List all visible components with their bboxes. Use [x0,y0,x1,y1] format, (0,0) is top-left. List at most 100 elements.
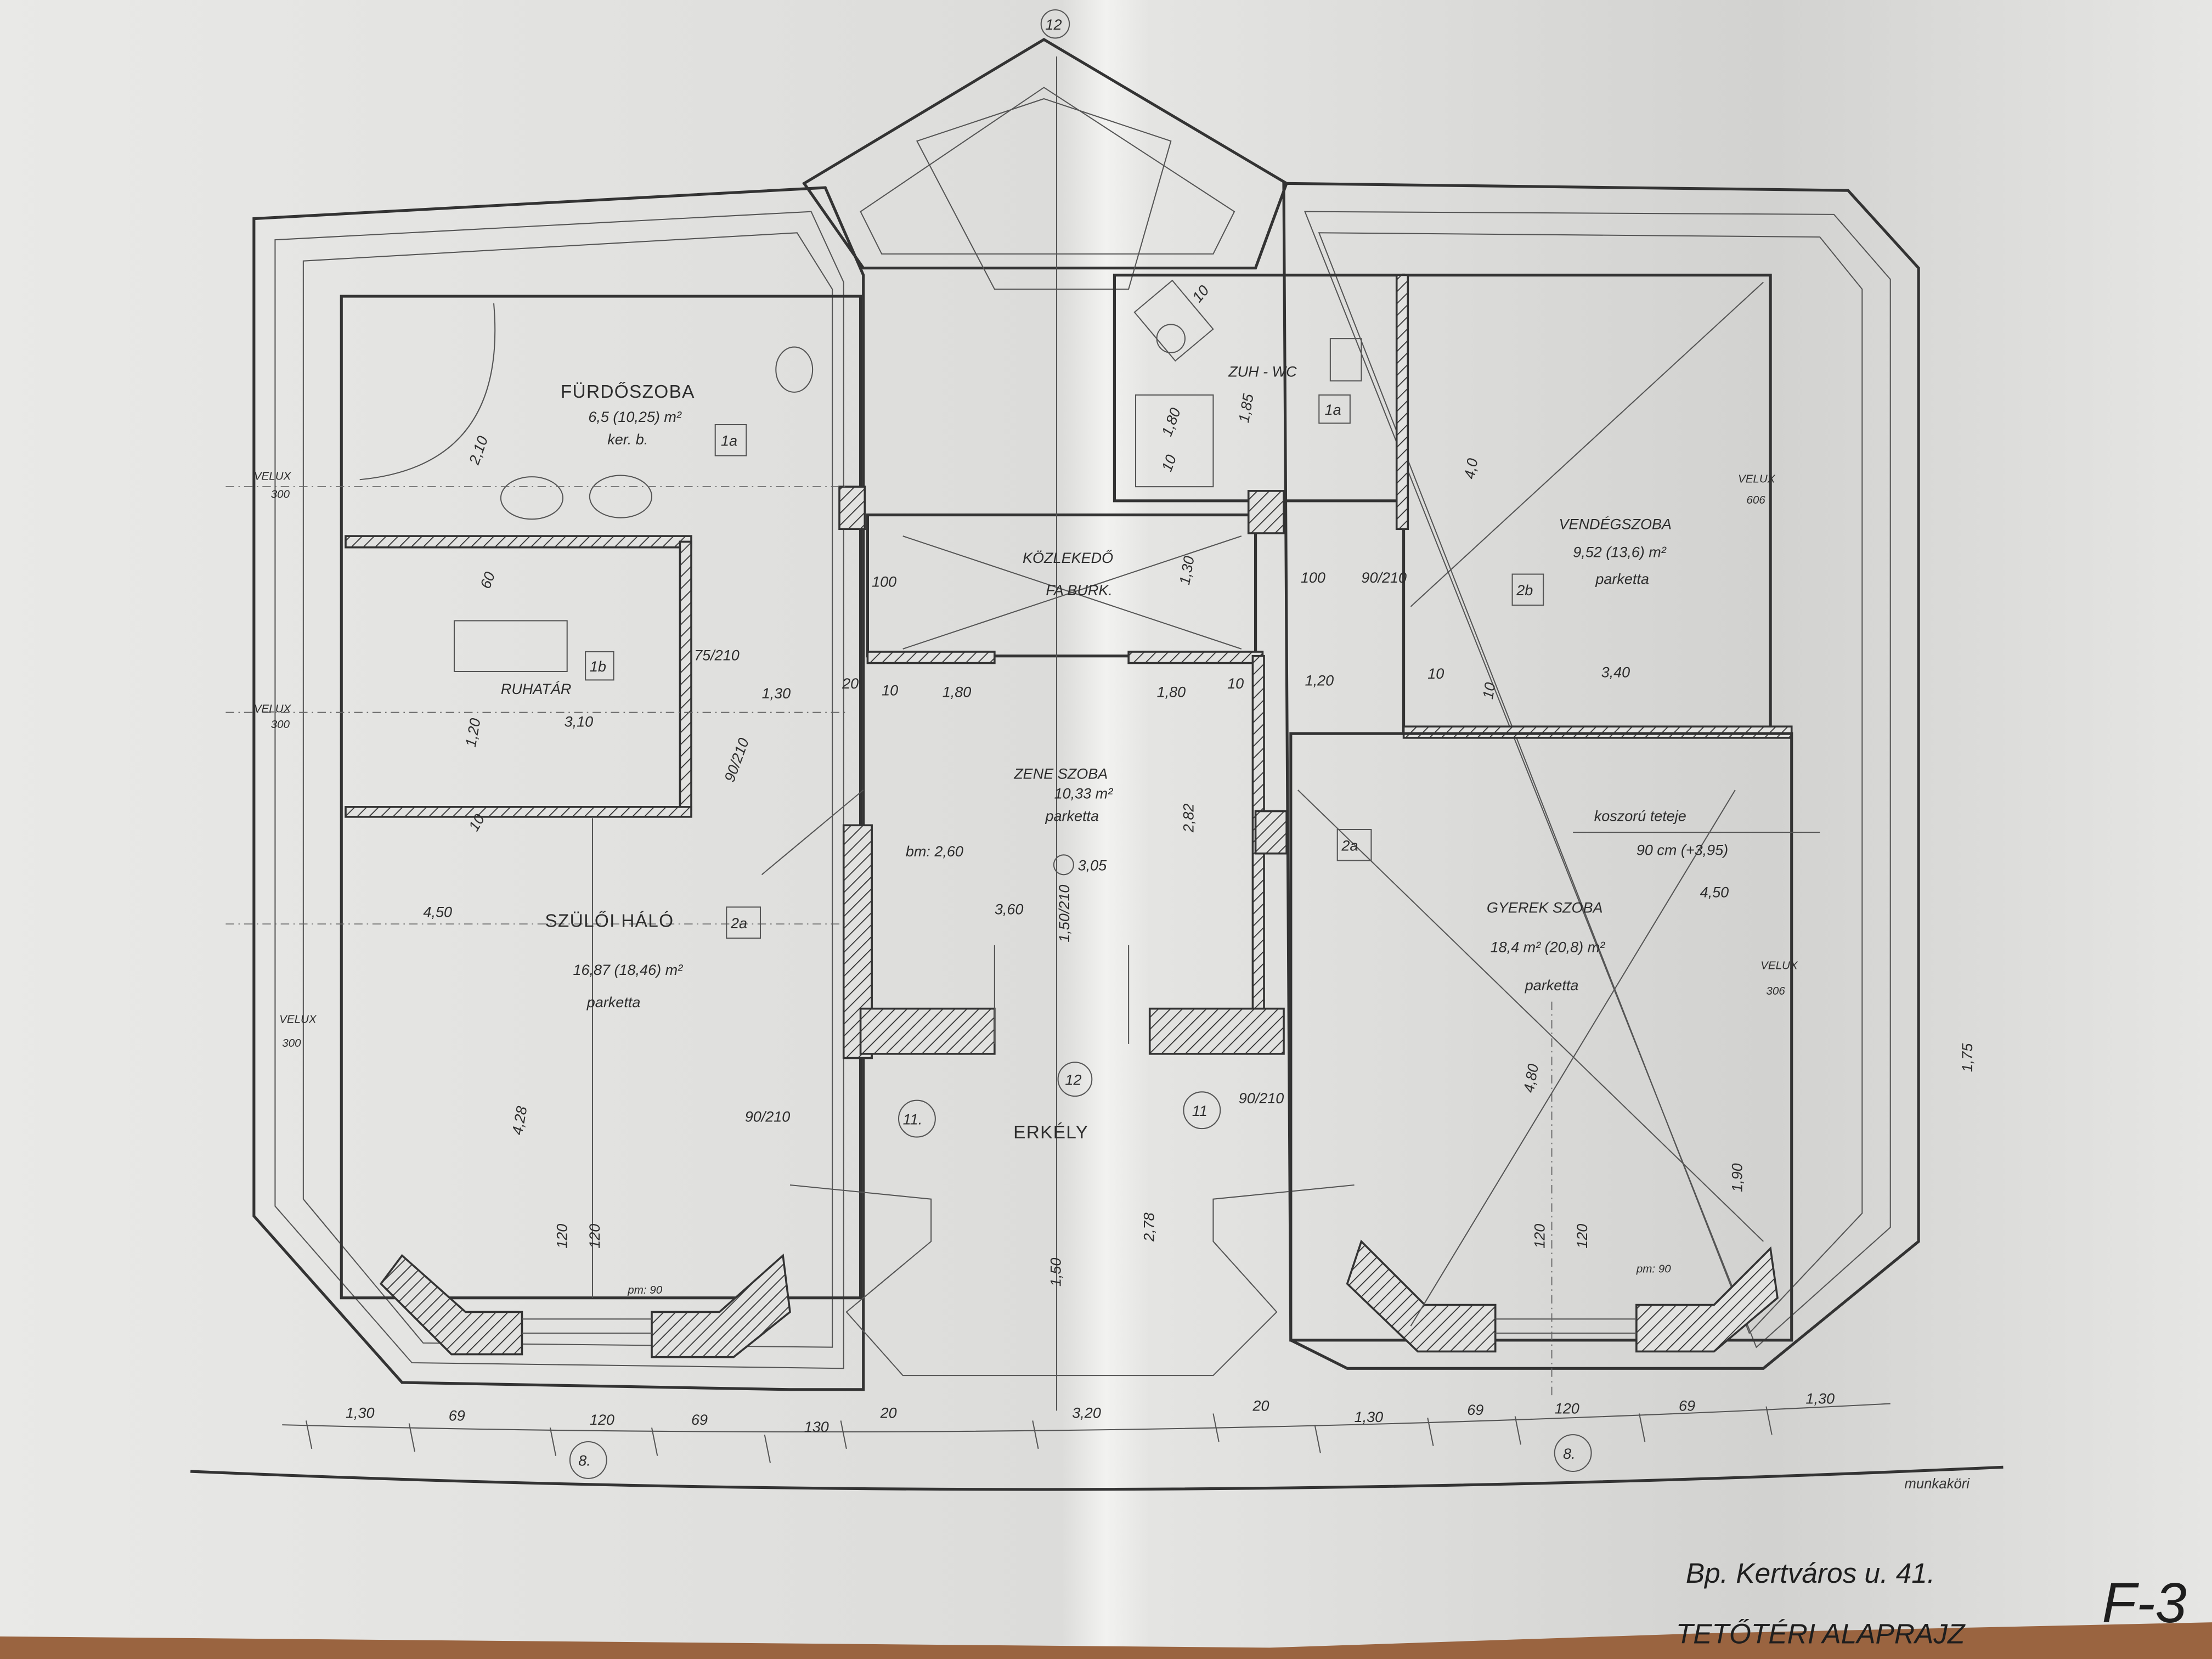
dimension-label: 2,82 [1180,804,1197,833]
signature: munkaköri [1904,1476,1970,1492]
bottom-dimension-label: 3,20 [1072,1404,1101,1421]
dimension-label: 1,90 [1729,1163,1746,1192]
window-size: 306 [1766,985,1785,997]
window-type: VELUX [254,470,292,482]
room-floor-music-room: parketta [1045,808,1099,825]
door-tag: 2a [1341,838,1358,854]
window-type: VELUX [1760,960,1798,972]
room-name-balcony: ERKÉLY [1013,1122,1088,1143]
dimension-tick [1212,1413,1220,1442]
parapet-height: bm: 2,60 [906,843,963,860]
door-tag: 1b [590,658,606,675]
room-floor-parents-bedroom: parketta [586,994,641,1011]
door-tag: 1a [721,433,737,449]
room-floor-guest-room: parketta [1595,571,1649,588]
window-type: VELUX [1738,472,1776,485]
dimension-tick [840,1420,847,1449]
dimension-label: 120 [554,1224,571,1249]
door-tag: 2b [1516,582,1533,599]
bottom-dimension-label: 1,30 [1805,1391,1835,1407]
dimension-label: 1,20 [1305,673,1334,689]
dimension-label: 1,50 [1048,1258,1064,1287]
bottom-dimension-label: 20 [1252,1397,1269,1414]
dimension-tick [651,1427,658,1456]
dimension-tick [305,1420,313,1449]
window-type: 300 [271,718,290,731]
dimension-label: 100 [872,574,896,590]
room-name-hallway: KÖZLEKEDŐ [1023,549,1113,566]
dimension-label: 1,80 [943,684,972,700]
dimension-label: 4,50 [423,904,452,920]
sheet-title: TETŐTÉRI ALAPRAJZ [1676,1618,1966,1650]
left-wing-walls [225,295,873,1358]
room-area-guest-room: 9,52 (13,6) m² [1573,544,1667,561]
dimension-label: 3,60 [995,901,1024,917]
window-size: 606 [1746,494,1765,506]
window-size: 300 [282,1037,301,1049]
sill-height: pm: 90 [627,1284,662,1296]
bottom-dimension-label: 69 [1467,1402,1483,1418]
dimension-label: 1,30 [762,685,791,702]
dimension-tick [764,1434,771,1463]
dimension-label: 4,0 [1462,457,1481,480]
axis-marker: 8. [1563,1446,1576,1462]
bottom-dimension-label: 130 [804,1419,829,1435]
dimension-label: 1,75 [1959,1043,1976,1073]
bottom-dimension-label: 20 [880,1404,897,1421]
room-name-parents-bedroom: SZÜLŐI HÁLÓ [545,910,674,931]
dimension-label: 90/210 [1361,569,1407,586]
room-note-bathroom: ker. b. [607,431,648,448]
dimension-label: 3,40 [1601,664,1630,680]
room-name-shower-wc: ZUH - WC [1228,364,1297,380]
ring-beam-value: 90 cm (+3,95) [1637,842,1728,858]
room-name-bathroom: FÜRDŐSZOBA [561,381,695,402]
bottom-dimension-label: 120 [1555,1401,1579,1417]
dimension-tick [1427,1418,1434,1446]
dimension-tick [549,1427,557,1456]
bottom-dimension-label: 120 [590,1412,614,1428]
dimension-label: 75/210 [694,647,740,663]
dimension-label: 10 [882,682,898,699]
room-area-parents-bedroom: 16,87 (18,46) m² [573,962,683,978]
dimension-label: 1,80 [1157,684,1186,700]
room-labels: FÜRDŐSZOBA 6,5 (10,25) m² ker. b. RUHATÁ… [501,364,1672,1143]
dimension-tick [1638,1413,1646,1442]
window-type: VELUX [254,703,292,715]
axis-marker: 8. [578,1453,591,1469]
velux-windows: VELUX 300 VELUX 300 VELUX 300 VELUX 606 … [254,470,1798,1049]
roof-outline [252,38,1920,1391]
room-area-music-room: 10,33 m² [1054,785,1114,802]
bottom-dimension-label: 69 [449,1407,465,1424]
room-area-bathroom: 6,5 (10,25) m² [588,409,682,425]
dimension-label: 10 [1480,681,1499,701]
axis-marker: 11 [1192,1103,1207,1119]
dimension-label: 10 [1427,665,1444,682]
dimension-tick [1032,1420,1039,1449]
dimension-label: 90/210 [745,1108,791,1125]
dimension-label: 120 [1532,1224,1548,1249]
bottom-dimension-label: 1,30 [1355,1409,1384,1425]
dimension-tick [408,1423,416,1452]
title-block: munkaköri Bp. Kertváros u. 41. TETŐTÉRI … [1676,1476,2187,1650]
room-name-wardrobe: RUHATÁR [501,681,572,697]
address: Bp. Kertváros u. 41. [1686,1557,1935,1589]
window-type: VELUX [279,1013,317,1025]
dimension-label: 120 [586,1224,603,1249]
dimension-label: 100 [1301,569,1325,586]
dimension-label: 2,78 [1141,1212,1157,1242]
room-name-music-room: ZENE SZOBA [1013,765,1108,782]
room-floor-hallway: FA BURK. [1046,582,1113,599]
dimension-label: 90/210 [1239,1090,1284,1107]
axis-markers: 12 11. 12 11 8. 8. [569,9,1592,1479]
dimension-label: 20 [842,675,859,692]
bottom-dimension-label: 1,30 [346,1404,375,1421]
room-name-children-room: GYEREK SZOBA [1487,900,1603,916]
door-tag: 2a [730,915,747,932]
dimension-tick [1314,1424,1321,1453]
dimension-label: 120 [1574,1224,1590,1249]
door-tags: 1a 1b 2a 1a 2b 2a [585,394,1544,939]
axis-marker: 12 [1065,1071,1081,1088]
